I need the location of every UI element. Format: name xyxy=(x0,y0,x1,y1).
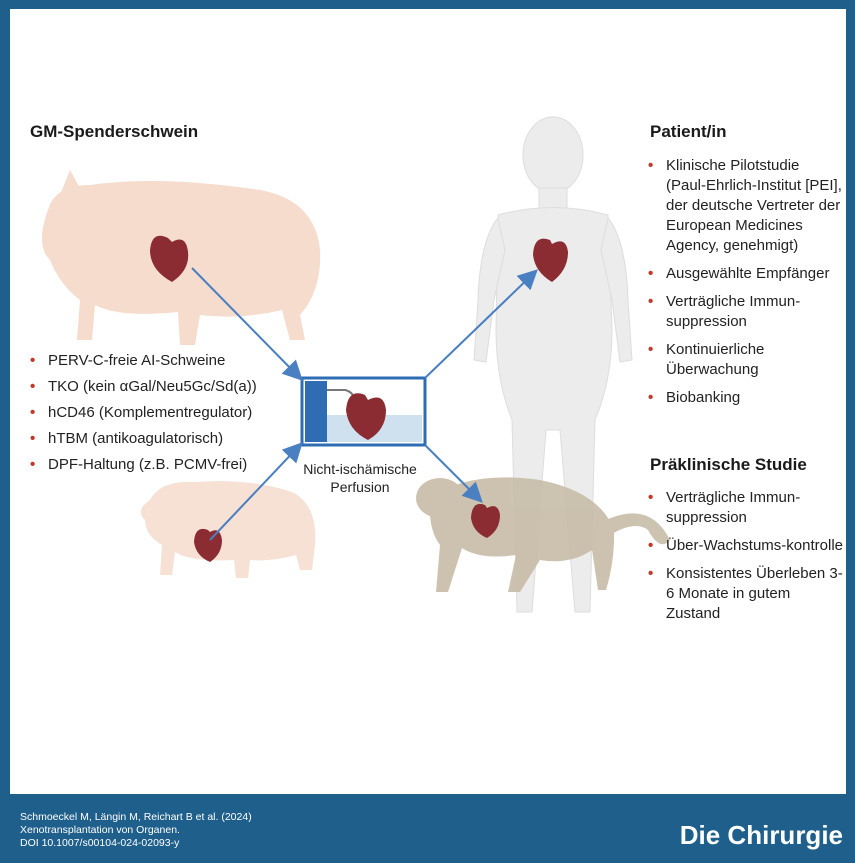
citation-authors: Schmoeckel M, Längin M, Reichart B et al… xyxy=(20,811,252,824)
donor-item: DPF-Haltung (z.B. PCMV-frei) xyxy=(30,452,300,478)
baboon-figure xyxy=(416,477,670,592)
patient-item: Kontinuierliche Überwachung xyxy=(648,340,843,380)
citation: Schmoeckel M, Längin M, Reichart B et al… xyxy=(20,811,252,850)
preclinical-item: Über-Wachstums-kontrolle xyxy=(648,536,843,556)
preclinical-item: Konsistentes Überleben 3-6 Monate in gut… xyxy=(648,564,843,624)
patient-item: Klinische Pilotstudie (Paul-Ehrlich-Inst… xyxy=(648,156,843,256)
journal-brand: Die Chirurgie xyxy=(680,820,843,851)
donor-item: TKO (kein αGal/Neu5Gc/Sd(a)) xyxy=(30,374,300,400)
pig-bottom-figure xyxy=(141,481,315,578)
patient-list: Klinische Pilotstudie (Paul-Ehrlich-Inst… xyxy=(648,156,843,408)
citation-doi: DOI 10.1007/s00104-024-02093-y xyxy=(20,837,252,850)
donor-item: hTBM (antikoagulatorisch) xyxy=(30,426,300,452)
preclinical-list: Verträgliche Immun-suppression Über-Wach… xyxy=(648,488,843,624)
citation-title: Xenotransplantation von Organen. xyxy=(20,824,252,837)
patient-item: Ausgewählte Empfänger xyxy=(648,264,843,284)
donor-item: hCD46 (Komplementregulator) xyxy=(30,400,300,426)
patient-item: Biobanking xyxy=(648,388,843,408)
preclinical-item: Verträgliche Immun-suppression xyxy=(648,488,843,528)
donor-title: GM-Spenderschwein xyxy=(30,122,198,142)
perfusion-label: Nicht-ischämische Perfusion xyxy=(292,460,428,496)
donor-item: PERV-C-freie AI-Schweine xyxy=(30,348,300,374)
patient-title: Patient/in xyxy=(650,122,727,142)
donor-list: PERV-C-freie AI-Schweine TKO (kein αGal/… xyxy=(30,348,300,478)
patient-item: Verträgliche Immun-suppression xyxy=(648,292,843,332)
preclinical-title: Präklinische Studie xyxy=(650,455,807,475)
